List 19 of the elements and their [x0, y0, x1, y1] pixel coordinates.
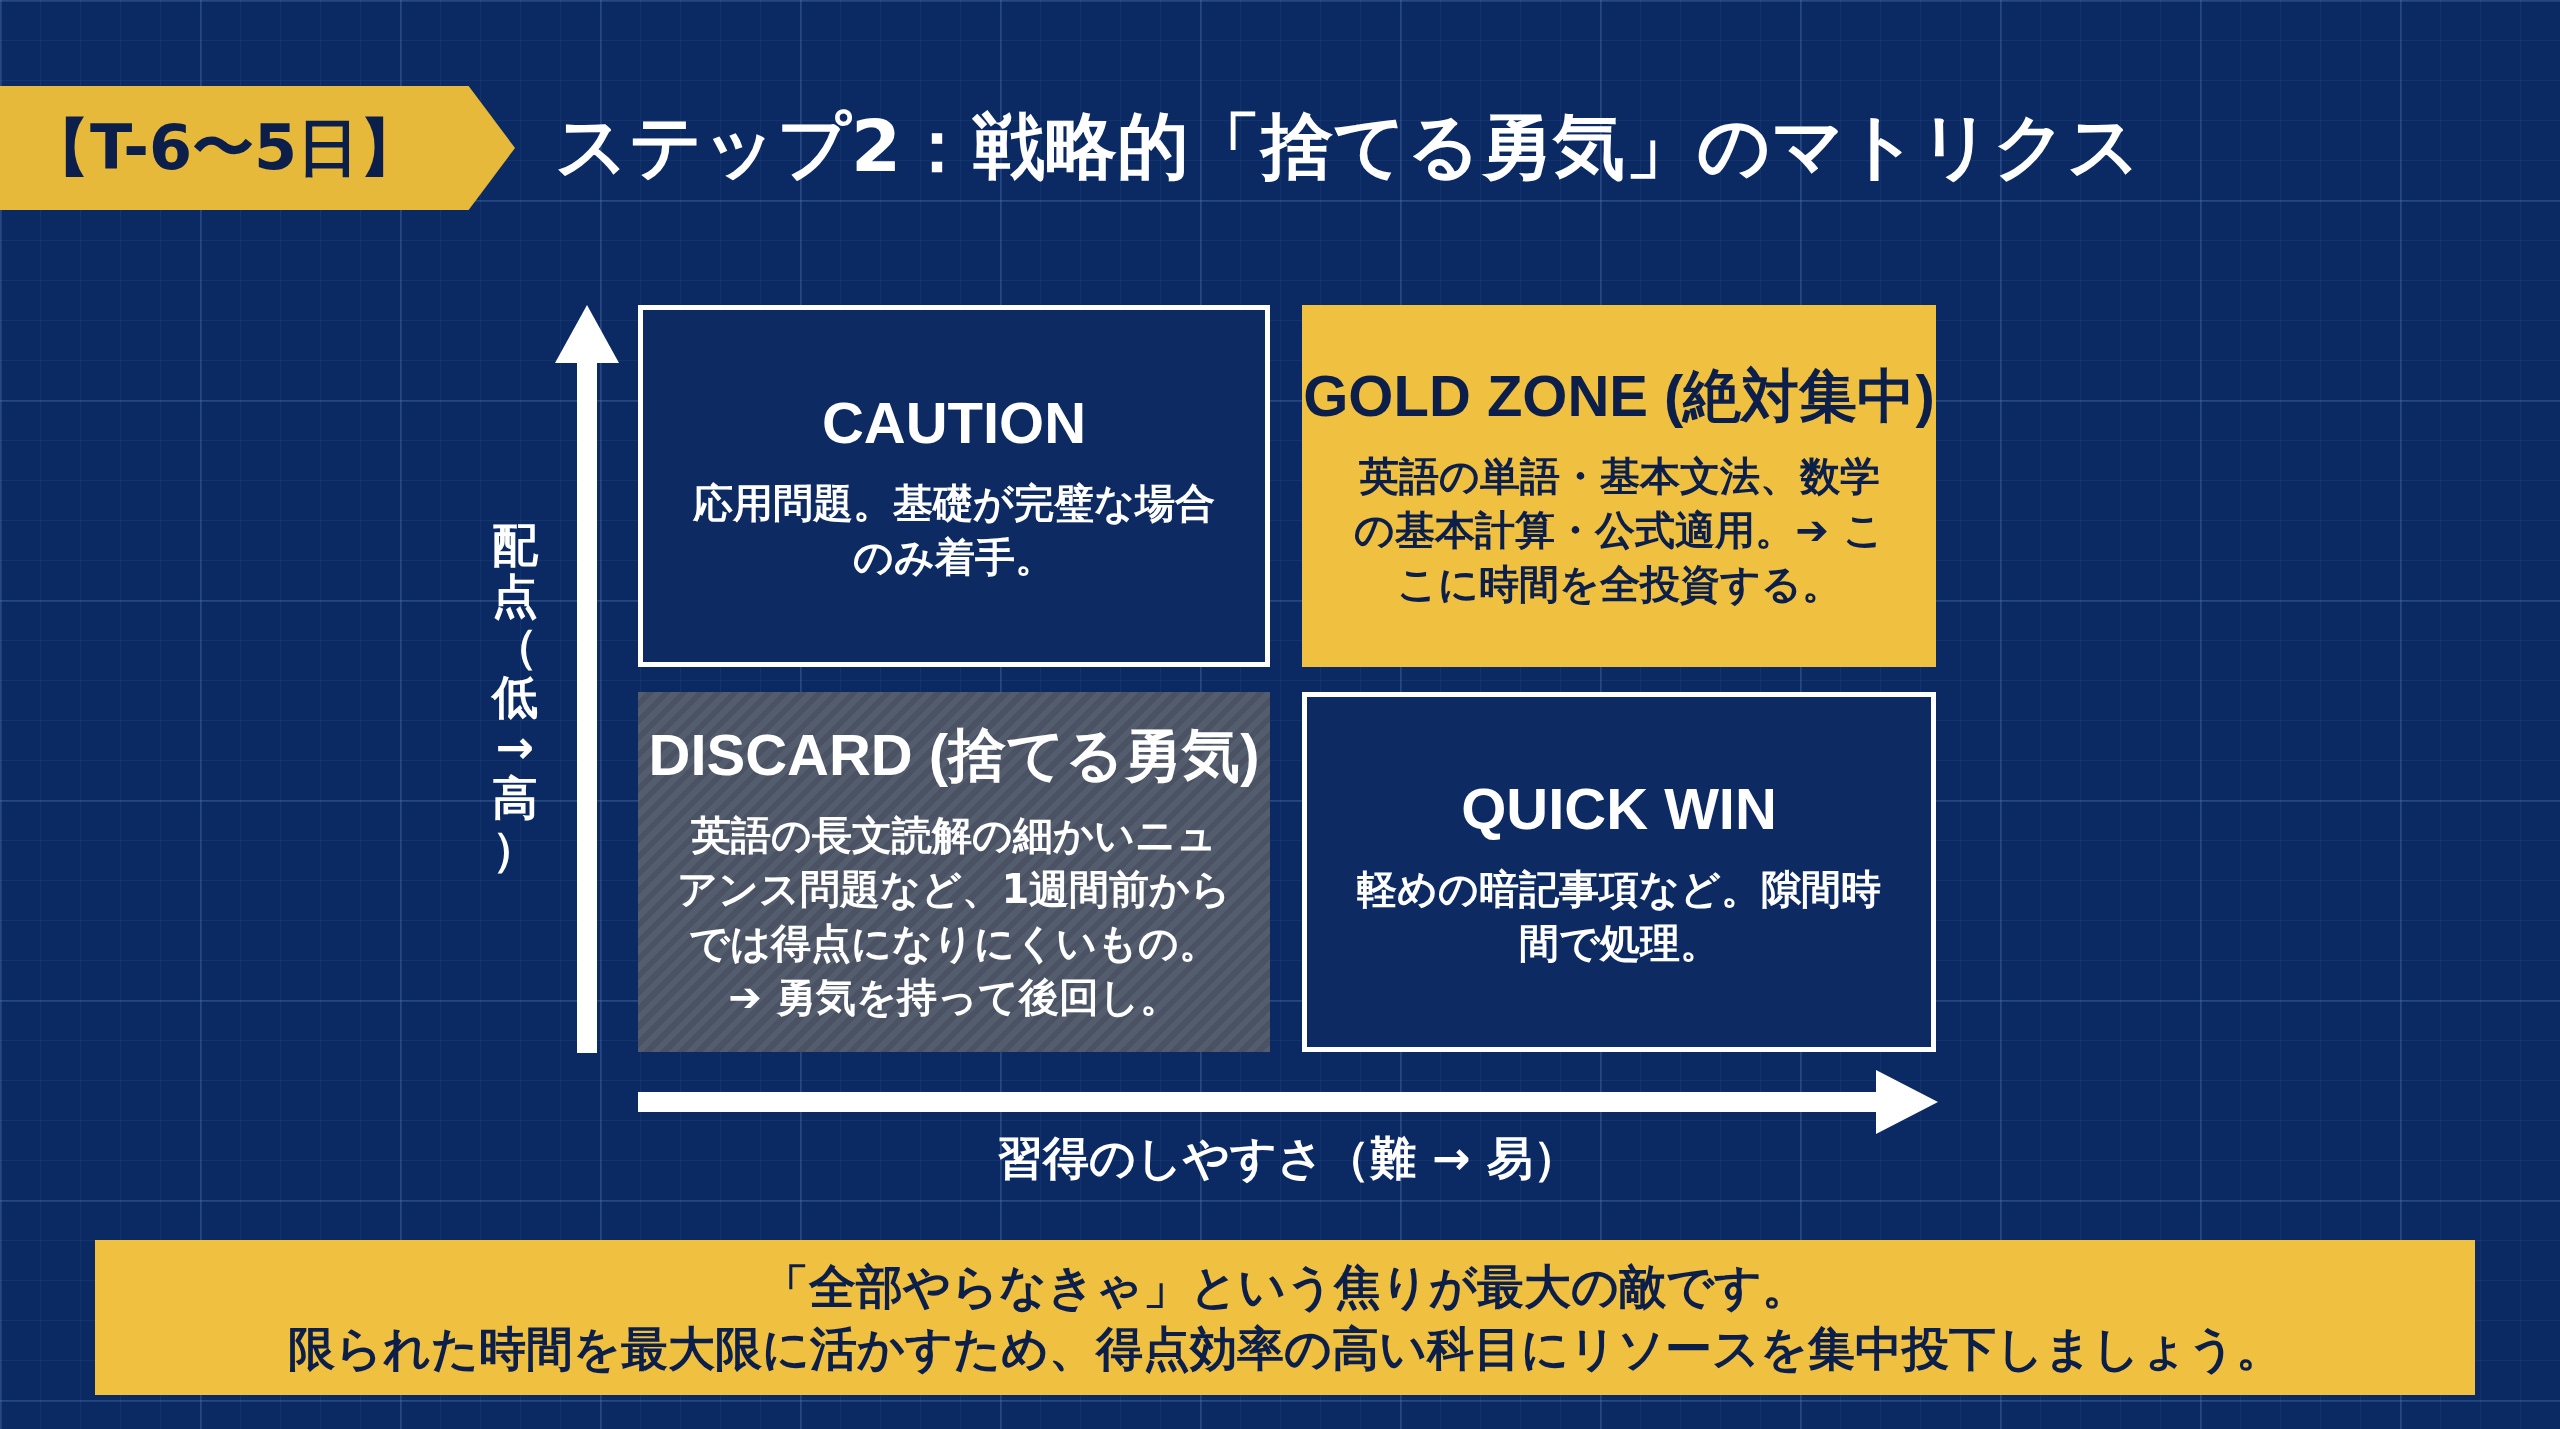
quadrant-description: 英語の長文読解の細かいニュアンス問題など、1週間前からでは得点になりにくいもの。➔ 勇気を持って後回し。: [675, 810, 1233, 1022]
tag-banner: 【T-6〜5日】: [0, 86, 515, 210]
message-text: 限られた時間を最大限に活かすため、得点効率の高い科目にリソースを集中投下しましょう。: [287, 1319, 2283, 1378]
quadrant-heading: DISCARD (捨てる勇気): [648, 721, 1260, 790]
slide-title: ステップ2：戦略的「捨てる勇気」のマトリクス: [555, 103, 2142, 190]
axis-label: 習得のしやすさ（難 → 易）: [996, 1130, 1580, 1187]
quadrant-description: 応用問題。基礎が完璧な場合のみ着手。: [692, 478, 1216, 582]
quadrant-box: [1302, 692, 1936, 1052]
quadrant-box: [638, 692, 1270, 1052]
quadrant-heading: QUICK WIN: [1461, 775, 1777, 844]
message-banner: [95, 1240, 2475, 1395]
quadrant-description: 軽めの暗記事項など。隙間時間で処理。: [1356, 864, 1882, 968]
quadrant-box: [638, 305, 1270, 667]
axis-label: 配点（低→高）: [490, 520, 539, 875]
message-text: 「全部やらなきゃ」という焦りが最大の敵です。: [761, 1258, 1809, 1317]
quadrant-box: [1302, 305, 1936, 667]
quadrant-heading: GOLD ZONE (絶対集中): [1303, 362, 1935, 431]
quadrant-heading: CAUTION: [821, 389, 1087, 458]
quadrant-description: 英語の単語・基本文法、数学の基本計算・公式適用。➔ ここに時間を全投資する。: [1353, 451, 1885, 609]
